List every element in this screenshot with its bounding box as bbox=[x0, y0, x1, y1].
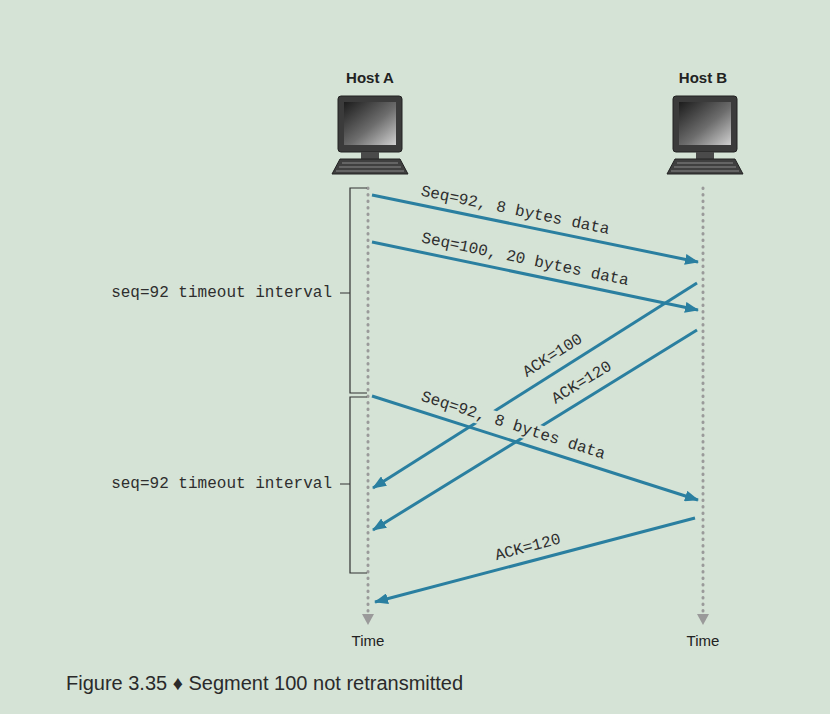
segment-label: ACK=120 bbox=[547, 357, 617, 410]
time-axis-label: Time bbox=[352, 632, 385, 649]
computer-icon bbox=[667, 96, 743, 174]
time-axis-label: Time bbox=[687, 632, 720, 649]
segment-arrow bbox=[373, 283, 697, 488]
host-name: Host B bbox=[679, 69, 727, 86]
figure-caption: Figure 3.35 ♦ Segment 100 not retransmit… bbox=[66, 672, 463, 695]
time-arrowhead bbox=[697, 614, 709, 625]
timeout-label: seq=92 timeout interval bbox=[109, 475, 334, 493]
segment-label: Seq=92, 8 bytes data bbox=[417, 182, 613, 239]
segment-label: Seq=92, 8 bytes data bbox=[417, 388, 609, 465]
host-name: Host A bbox=[346, 69, 394, 86]
segment-arrow bbox=[372, 396, 698, 500]
segment-arrow bbox=[375, 518, 695, 602]
timeout-label: seq=92 timeout interval bbox=[109, 284, 334, 302]
timeout-bracket bbox=[340, 188, 367, 393]
segment-label: ACK=120 bbox=[492, 530, 566, 566]
timeline bbox=[367, 188, 370, 612]
timeline bbox=[702, 188, 705, 612]
timeout-bracket bbox=[340, 397, 367, 573]
computer-icon bbox=[332, 96, 408, 174]
segment-arrow bbox=[373, 330, 697, 530]
time-arrowhead bbox=[362, 614, 374, 625]
